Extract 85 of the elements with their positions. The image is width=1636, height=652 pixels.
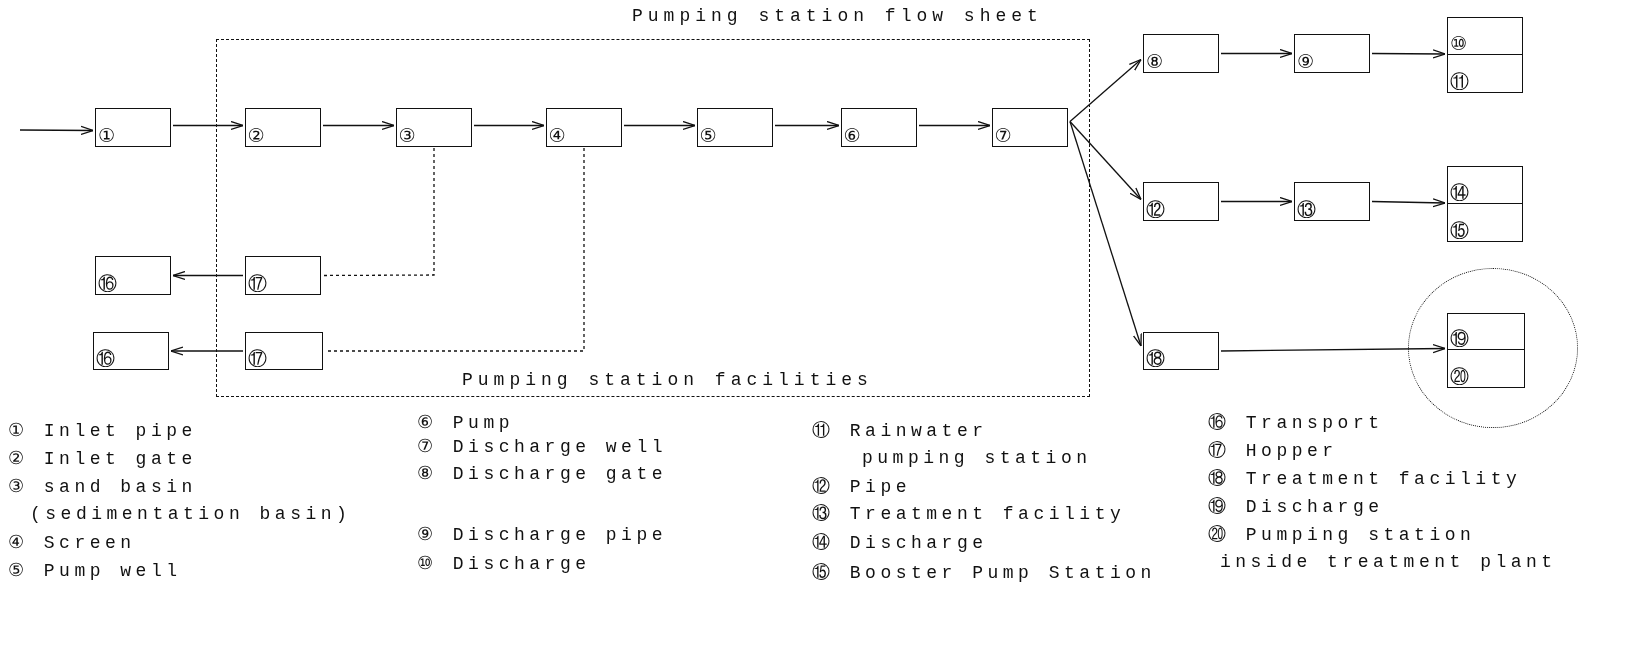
arrow — [1069, 120, 1142, 347]
callout-number: ⑩ — [1450, 33, 1468, 54]
arrow — [1371, 198, 1446, 208]
legend-entry: ⑥ Pump — [417, 412, 515, 435]
process-box — [840, 107, 917, 147]
callout-number: ⑪ — [1450, 71, 1469, 92]
dotted-connector — [322, 147, 435, 277]
callout-number: ⑳ — [1449, 365, 1469, 387]
callout-number: ⑮ — [1450, 220, 1469, 241]
callout-number: ⑰ — [247, 272, 267, 294]
callout-number: ⑫ — [1146, 199, 1165, 220]
process-box — [1447, 17, 1523, 55]
callout-number: ④ — [548, 124, 566, 146]
callout-number: ① — [98, 125, 116, 146]
arrow — [19, 125, 94, 136]
arrow — [623, 120, 696, 131]
process-box — [1294, 34, 1370, 73]
boundary-label: Pumping station facilities — [462, 370, 873, 390]
arrow — [1220, 344, 1446, 354]
process-box — [1447, 54, 1523, 93]
legend-entry: ⑨ Discharge pipe — [417, 524, 669, 547]
callout-number: ⑯ — [96, 348, 115, 369]
arrow — [1220, 48, 1293, 59]
legend-entry: ④ Screen — [8, 532, 137, 555]
process-box — [991, 107, 1068, 147]
legend-entry: ③ sand basin (sedimentation basin) — [8, 476, 353, 526]
callout-number: ③ — [398, 124, 416, 146]
callout-number: ⑲ — [1449, 327, 1469, 349]
arrow — [1069, 120, 1142, 201]
arrow — [774, 120, 840, 131]
arrow — [172, 120, 244, 131]
process-box — [1447, 166, 1523, 204]
legend-entry: ⑰ Hopper — [1208, 440, 1339, 463]
legend-entry: ⑧ Discharge gate — [417, 463, 669, 486]
process-box — [244, 255, 321, 295]
diagram-title: Pumping station flow sheet — [632, 6, 1043, 26]
legend-entry: ⑫ Pipe — [812, 476, 912, 499]
callout-number: ⑥ — [843, 124, 861, 146]
legend-entry: ⑦ Discharge well — [417, 436, 669, 459]
callout-number: ⑨ — [1297, 51, 1315, 72]
dashed-boundary — [216, 39, 1090, 397]
legend-entry: ⑮ Booster Pump Station — [812, 562, 1157, 585]
process-box — [696, 107, 773, 147]
arrow — [1371, 49, 1446, 59]
legend-entry: ⑩ Discharge — [417, 553, 592, 576]
process-box — [545, 107, 622, 147]
process-box — [1294, 182, 1370, 221]
legend-entry: ⑲ Discharge — [1208, 496, 1385, 519]
process-box — [1143, 182, 1219, 221]
process-box — [1447, 203, 1523, 242]
callout-number: ⑱ — [1146, 348, 1165, 369]
legend-entry: ① Inlet pipe — [8, 420, 198, 443]
process-box — [93, 332, 169, 370]
arrow — [1069, 58, 1142, 123]
arrow — [1220, 196, 1293, 207]
legend-entry: ② Inlet gate — [8, 448, 198, 471]
process-box — [244, 331, 323, 370]
callout-number: ⑦ — [994, 124, 1012, 146]
legend-entry: ⑭ Discharge — [812, 532, 989, 555]
process-box — [1446, 312, 1525, 350]
process-box — [1446, 348, 1525, 388]
callout-number: ⑬ — [1297, 199, 1316, 220]
arrow — [918, 120, 991, 131]
legend-entry: ⑱ Treatment facility — [1208, 468, 1523, 491]
legend-entry: ⑪ Rainwater pumping station — [812, 420, 1093, 470]
arrow — [473, 120, 545, 131]
process-box — [95, 256, 171, 295]
callout-number: ⑧ — [1146, 51, 1164, 72]
process-box — [1143, 332, 1219, 370]
callout-number: ⑯ — [98, 273, 117, 294]
process-box — [244, 107, 321, 147]
callout-number: ② — [247, 124, 265, 146]
process-box — [395, 107, 472, 147]
legend-entry: ⑬ Treatment facility — [812, 503, 1127, 526]
legend-entry: ⑳ Pumping station inside treatment plant — [1208, 524, 1558, 574]
callout-number: ⑭ — [1450, 182, 1469, 203]
arrow — [322, 120, 395, 131]
arrow — [172, 270, 244, 281]
legend-entry: ⑤ Pump well — [8, 560, 183, 583]
arrow — [170, 346, 244, 356]
legend-entry: ⑯ Transport — [1208, 412, 1385, 435]
process-box — [1143, 34, 1219, 73]
callout-number: ⑤ — [699, 124, 717, 146]
callout-number: ⑰ — [247, 347, 267, 369]
process-box — [95, 108, 171, 147]
